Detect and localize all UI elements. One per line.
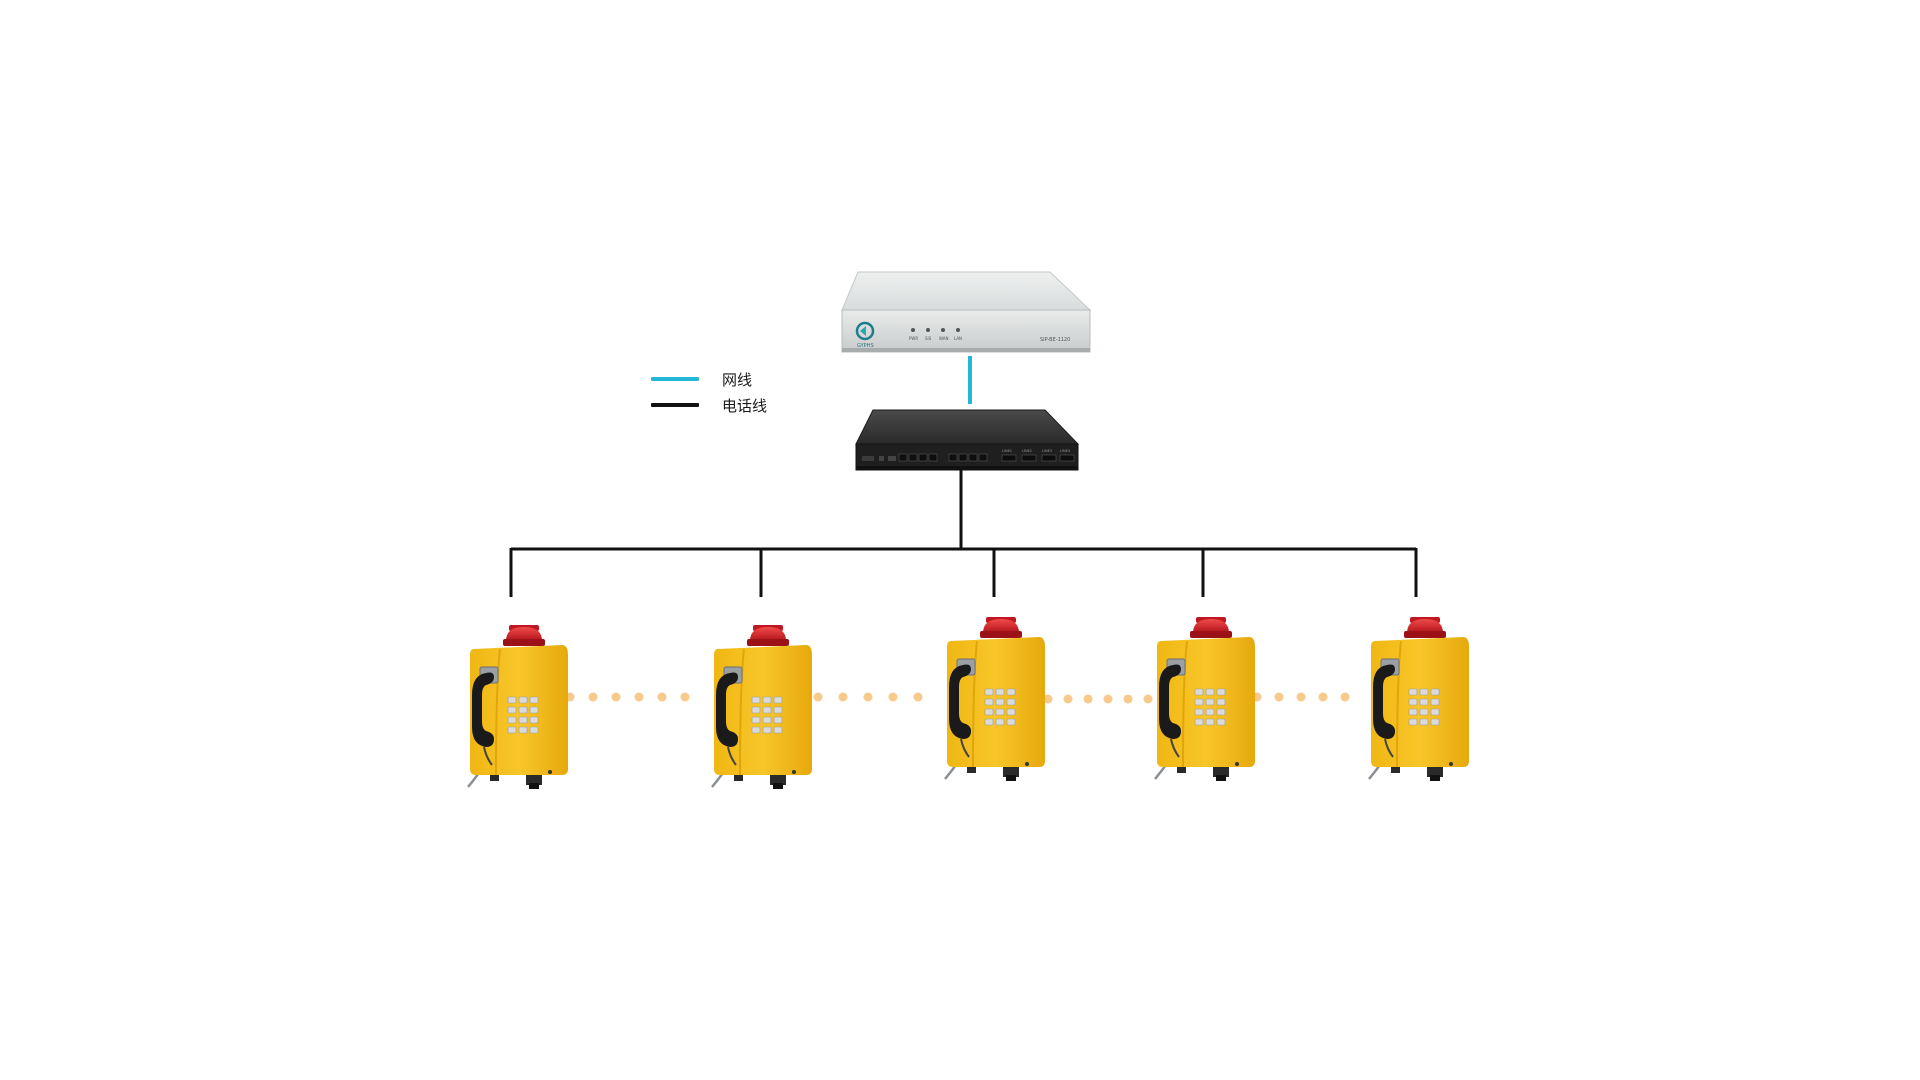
ellipsis-dot <box>888 692 898 702</box>
legend-swatch-phone <box>651 403 699 407</box>
ellipsis-dot <box>1063 694 1073 704</box>
ellipsis-dot <box>1340 692 1350 702</box>
ellipsis-dots <box>565 692 1350 704</box>
ellipsis-dot <box>1083 694 1093 704</box>
ellipsis-dot <box>913 692 923 702</box>
ellipsis-dot <box>588 692 598 702</box>
legend-item-phone-cable: 电话线 <box>651 392 767 418</box>
phone-line-tree <box>509 470 1418 597</box>
legend-item-network-cable: 网线 <box>651 366 767 392</box>
ellipsis-dot <box>1103 694 1113 704</box>
ellipsis-dot <box>863 692 873 702</box>
ellipsis-dot <box>1318 692 1328 702</box>
emergency-phone <box>1367 615 1471 783</box>
ellipsis-dot <box>813 692 823 702</box>
server-logo-icon <box>855 321 875 341</box>
server-led-label: SIS <box>925 336 932 341</box>
ellipsis-dot <box>611 692 621 702</box>
sip-server-device: GYPHS PWR SIS WAN LAN SIP-BE-1120 <box>841 271 1092 353</box>
ellipsis-dot <box>1296 692 1306 702</box>
gateway-port-group: LINE1 LINE2 LINE3 LINE4 <box>862 449 1075 462</box>
ellipsis-dot <box>1143 694 1153 704</box>
ellipsis-dot <box>838 692 848 702</box>
legend: 网线 电话线 <box>651 366 767 418</box>
voice-gateway-device: LINE1 LINE2 LINE3 LINE4 <box>855 409 1080 471</box>
gateway-port-label: LINE1 <box>1002 449 1012 453</box>
legend-label: 电话线 <box>722 396 768 415</box>
server-logo-text: GYPHS <box>857 343 874 349</box>
gateway-port-label: LINE2 <box>1022 449 1032 453</box>
emergency-phone <box>1153 615 1257 783</box>
emergency-phone <box>466 623 570 791</box>
legend-swatch-network <box>651 377 699 381</box>
ellipsis-dot <box>634 692 644 702</box>
server-led-group: PWR SIS WAN LAN <box>909 328 962 341</box>
server-led-label: WAN <box>939 336 948 341</box>
server-model-text: SIP-BE-1120 <box>1040 337 1070 343</box>
gateway-port-label: LINE4 <box>1060 449 1071 453</box>
emergency-phone <box>710 623 814 791</box>
ellipsis-dot <box>1043 694 1053 704</box>
legend-label: 网线 <box>722 370 753 389</box>
emergency-phones <box>466 615 1471 791</box>
emergency-phone <box>943 615 1047 783</box>
gateway-port-label: LINE3 <box>1042 449 1052 453</box>
ellipsis-dot <box>1123 694 1133 704</box>
server-led-label: PWR <box>909 336 918 341</box>
ellipsis-dot <box>1274 692 1284 702</box>
server-led-label: LAN <box>954 336 962 341</box>
ellipsis-dot <box>680 692 690 702</box>
ellipsis-dot <box>657 692 667 702</box>
